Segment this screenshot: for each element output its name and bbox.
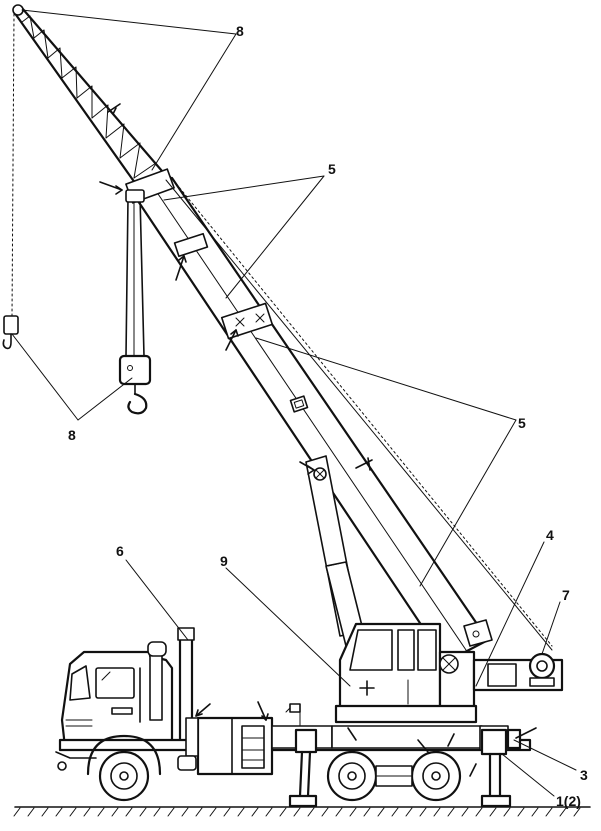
- label-9: 9: [220, 553, 228, 569]
- main-hook-block: [118, 189, 152, 415]
- rear-outrigger: [480, 728, 512, 808]
- label-6: 6: [116, 543, 124, 559]
- turntable-housing: [334, 650, 564, 724]
- callout-labels: 8 5 8 5 4 6 9 7 3 1(2): [68, 23, 588, 809]
- ground: [13, 806, 591, 817]
- service-point-arrows: [99, 181, 537, 777]
- small-hook: [2, 315, 19, 350]
- label-4: 4: [546, 527, 554, 543]
- operator-cabin: [338, 622, 442, 718]
- leader-lines: [11, 9, 577, 797]
- label-1-2: 1(2): [556, 793, 581, 809]
- label-5-top: 5: [328, 161, 336, 177]
- label-7: 7: [562, 587, 570, 603]
- telescopic-boom: [125, 168, 493, 664]
- hoist-ropes: [11, 13, 553, 651]
- label-5-right: 5: [518, 415, 526, 431]
- lattice-jib: [12, 4, 170, 192]
- front-outrigger: [288, 728, 318, 808]
- label-3: 3: [580, 767, 588, 783]
- wheels: [86, 734, 462, 802]
- truck-cab: [55, 641, 174, 771]
- label-8-bottom: 8: [68, 427, 76, 443]
- label-8-top: 8: [236, 23, 244, 39]
